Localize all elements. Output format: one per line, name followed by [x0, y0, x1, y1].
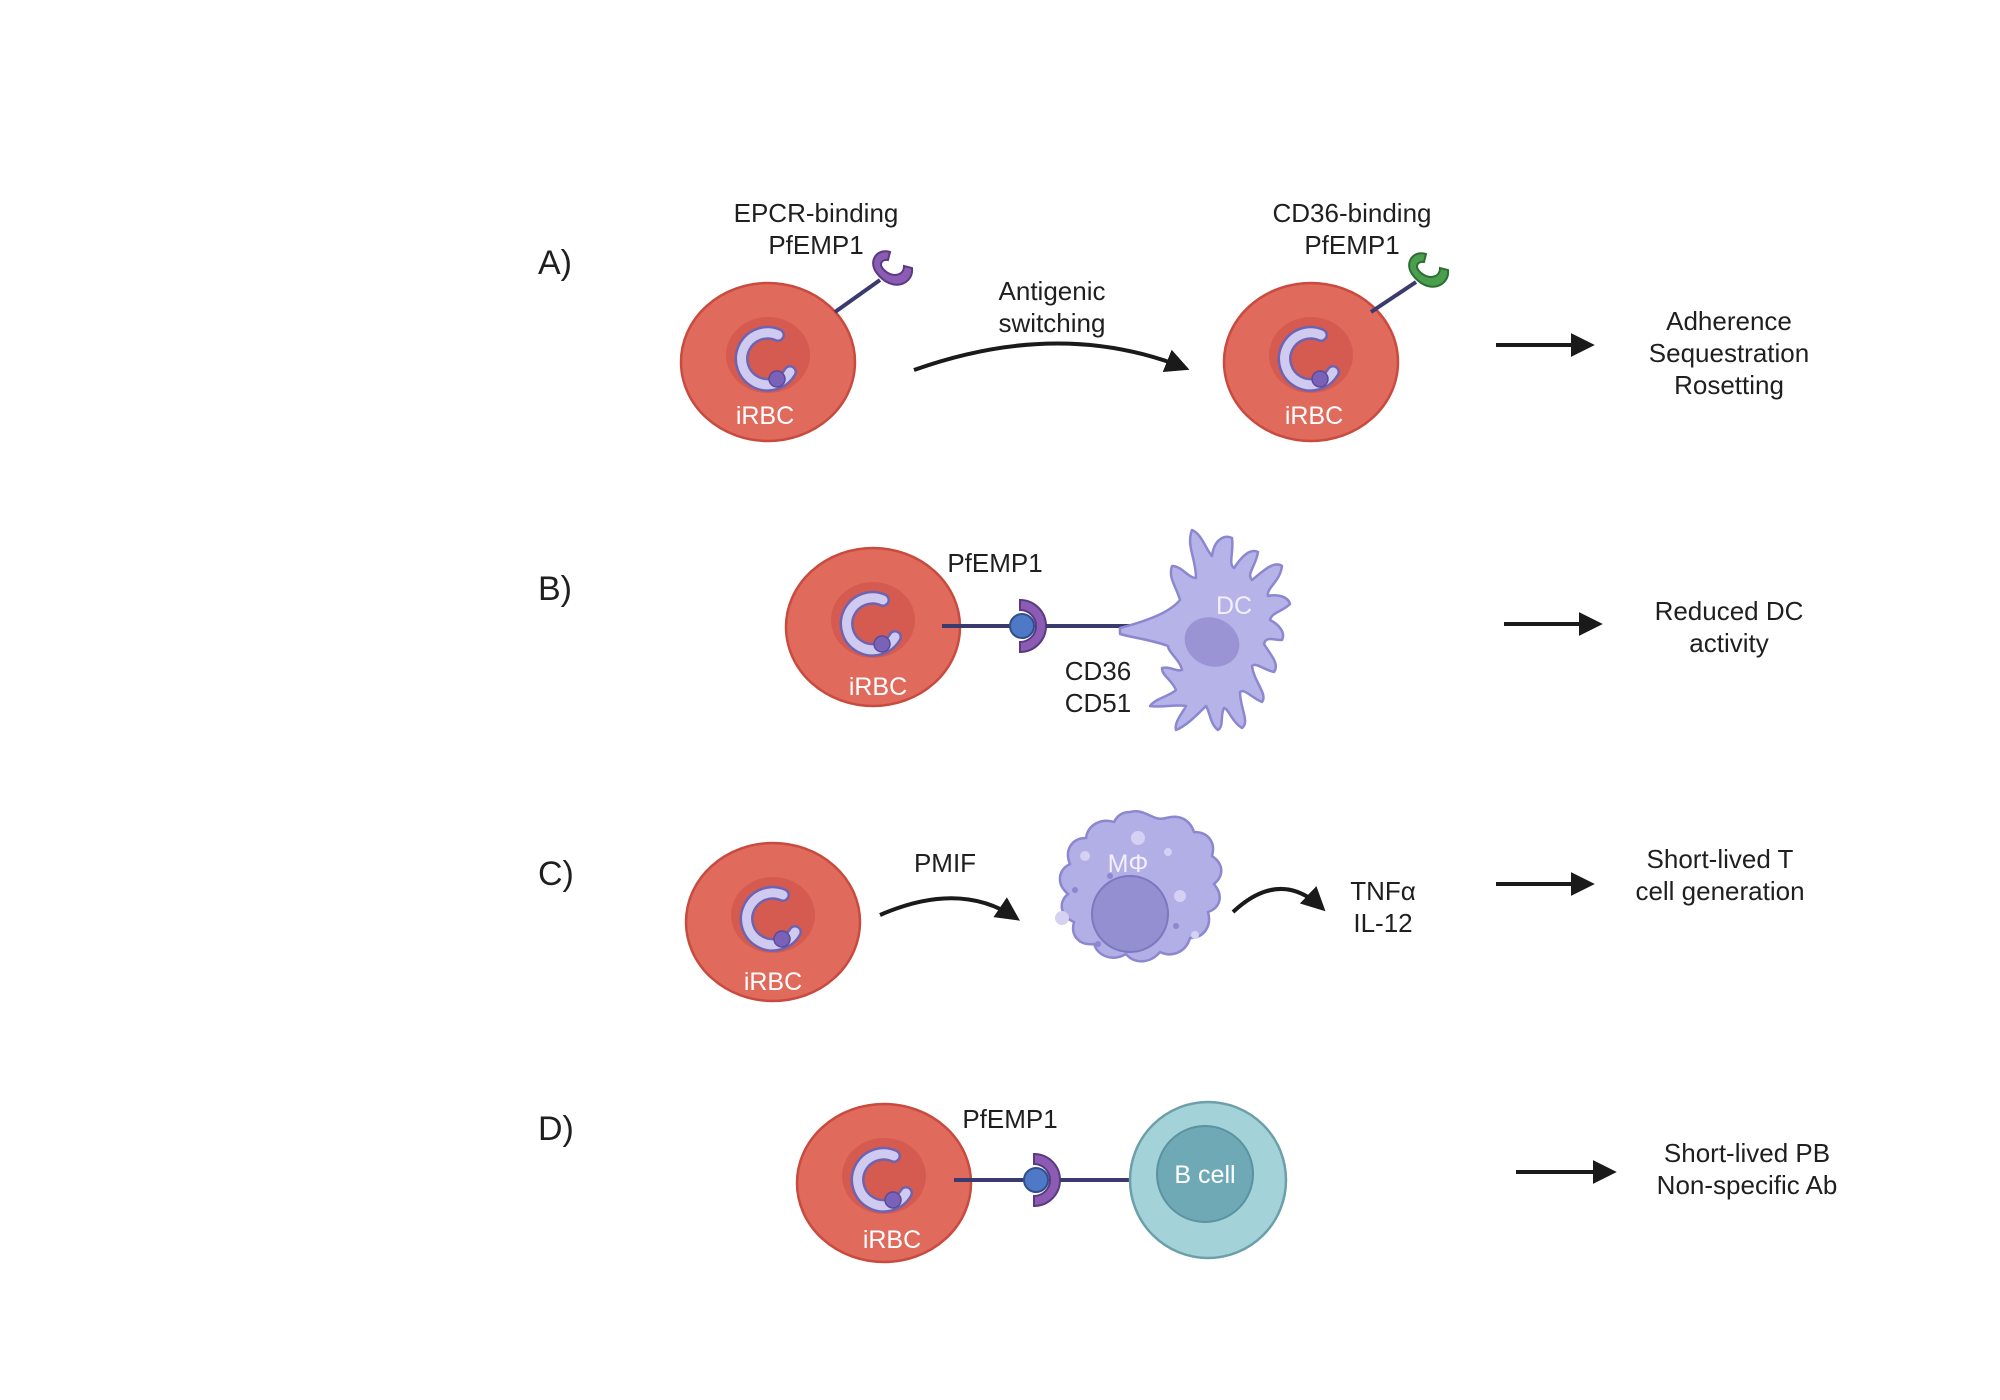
irbc-d: iRBC: [795, 1102, 973, 1264]
switch-label-line2: switching: [999, 308, 1106, 338]
receptor-label-2: CD51: [1065, 688, 1131, 718]
cd36-pfemp1-icon: [1369, 252, 1450, 314]
cytokine-arrow: [1231, 886, 1326, 914]
cd36-receptor-icon: [1019, 598, 1047, 654]
irbc-label: iRBC: [863, 1226, 921, 1254]
receptor-label-1: CD36: [1065, 656, 1131, 686]
b-cell-icon: B cell: [1128, 1100, 1288, 1260]
cd36-label-line2: PfEMP1: [1304, 230, 1399, 260]
panel-d-letter: D): [538, 1110, 574, 1148]
pfemp1-ligand-icon: [1023, 1167, 1049, 1193]
outcome-b-line2: activity: [1689, 628, 1768, 658]
b-cell-label: B cell: [1174, 1161, 1235, 1189]
macrophage-label: MΦ: [1108, 850, 1149, 878]
dc-label: DC: [1216, 592, 1252, 620]
irbc-label: iRBC: [744, 968, 802, 996]
irbc-a-right: iRBC: [1222, 281, 1400, 443]
panel-d: D) iRBC PfEMP1 B cell Short-lived PB Non…: [538, 1100, 1838, 1264]
irbc-label: iRBC: [1285, 402, 1343, 430]
panel-a-letter: A): [538, 244, 572, 282]
pmif-label: PMIF: [914, 848, 976, 878]
macrophage-icon: MΦ: [1055, 810, 1223, 963]
epcr-label-line2: PfEMP1: [768, 230, 863, 260]
pfemp1-label-b: PfEMP1: [947, 548, 1042, 578]
pfemp1-label-d: PfEMP1: [962, 1104, 1057, 1134]
irbc-label: iRBC: [736, 402, 794, 430]
outcome-a-line1: Adherence: [1666, 306, 1792, 336]
outcome-a-line2: Sequestration: [1649, 338, 1809, 368]
switch-label-line1: Antigenic: [999, 276, 1106, 306]
epcr-pfemp1-icon: [833, 250, 914, 314]
outcome-c-line1: Short-lived T: [1647, 844, 1794, 874]
irbc-c: iRBC: [684, 841, 862, 1003]
irbc-a-left: iRBC: [679, 281, 857, 443]
dendritic-cell-icon: DC: [1118, 528, 1292, 732]
panel-c: C) iRBC PMIF MΦ TNFα: [538, 810, 1805, 1003]
panel-a: A) iRBC EPCR-binding PfEMP1 Antigenic sw…: [538, 198, 1809, 443]
epcr-label-line1: EPCR-binding: [734, 198, 899, 228]
cytokine-label-1: TNFα: [1350, 876, 1416, 906]
panel-b: B) iRBC PfEMP1 CD36 CD51 DC Reduced DC a…: [538, 528, 1804, 732]
outcome-c-line2: cell generation: [1635, 876, 1804, 906]
pmif-arrow: [879, 896, 1020, 921]
cd36-label-line1: CD36-binding: [1273, 198, 1432, 228]
irbc-b: iRBC: [784, 546, 962, 708]
panel-c-letter: C): [538, 855, 574, 893]
outcome-d-line1: Short-lived PB: [1664, 1138, 1830, 1168]
panel-b-letter: B): [538, 570, 572, 608]
irbc-label: iRBC: [849, 673, 907, 701]
outcome-d-line2: Non-specific Ab: [1657, 1170, 1838, 1200]
outcome-b-line1: Reduced DC: [1655, 596, 1804, 626]
pfemp1-ligand-icon: [1009, 613, 1035, 639]
outcome-a-line3: Rosetting: [1674, 370, 1784, 400]
cytokine-label-2: IL-12: [1353, 908, 1412, 938]
bcr-receptor-icon: [1033, 1152, 1061, 1208]
antigenic-switching-arrow: [913, 341, 1190, 373]
